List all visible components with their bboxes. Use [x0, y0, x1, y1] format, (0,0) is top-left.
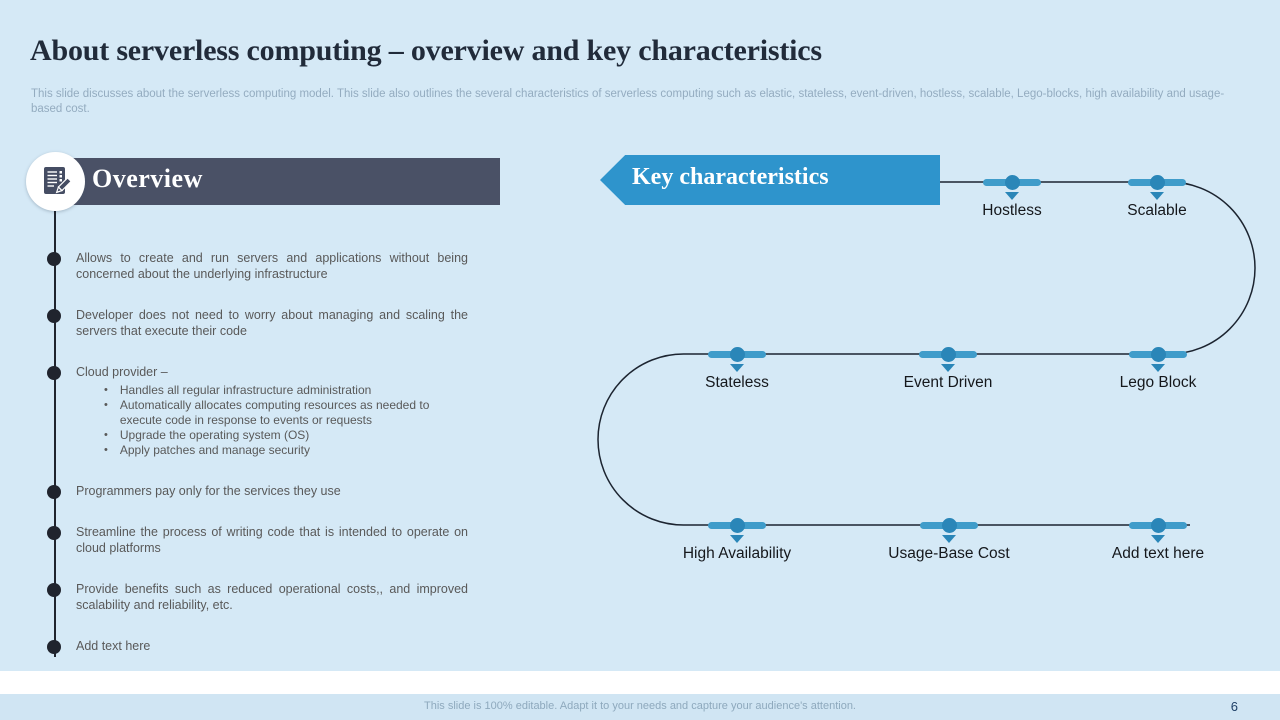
node-label: Lego Block [1119, 374, 1197, 391]
node-label: Scalable [1127, 202, 1187, 219]
bullet-dot [47, 484, 61, 499]
slide-subtitle: This slide discusses about the serverles… [31, 88, 1225, 115]
sub-bullet-item: • Upgrade the operating system (OS) [104, 428, 468, 443]
node-dot-icon [1149, 174, 1165, 190]
bullet-text: Add text here [76, 638, 151, 653]
page-title: About serverless computing – overview an… [30, 34, 822, 67]
overview-header[interactable]: Overview [48, 158, 500, 205]
overview-icon-badge [26, 152, 85, 211]
sub-bullet-item: • Apply patches and manage security [104, 443, 468, 458]
overview-bullet-item: Streamline the process of writing code t… [47, 524, 468, 556]
bullet-text: Developer does not need to worry about m… [76, 308, 468, 338]
overview-bullet-item: Add text here [47, 638, 468, 654]
arrow-down-icon [941, 364, 955, 372]
bullet-dot [47, 366, 61, 380]
arrow-down-icon [730, 364, 744, 372]
node-label: High Availability [682, 545, 792, 562]
sub-bullet-text: Upgrade the operating system (OS) [119, 427, 310, 442]
sub-bullet-marker: • [104, 399, 108, 411]
bullet-text: Streamline the process of writing code t… [76, 524, 468, 555]
sub-bullet-text: Apply patches and manage security [119, 442, 310, 457]
bullet-text: Cloud provider – [76, 365, 168, 379]
overview-bullet-item: Programmers pay only for the services th… [47, 483, 468, 499]
overview-heading: Overview [92, 164, 203, 193]
overview-bullet-list: Allows to create and run servers and app… [47, 250, 468, 654]
node-dot-icon [1004, 174, 1020, 190]
overview-bullet-item: Provide benefits such as reduced operati… [47, 581, 468, 613]
bullet-dot [47, 525, 61, 540]
node-label: Event Driven [903, 374, 993, 391]
bullet-dot [47, 252, 61, 266]
bullet-dot [47, 309, 61, 323]
arrow-down-icon [1005, 192, 1019, 200]
page-number: 6 [1230, 699, 1238, 714]
overview-timeline-line [54, 211, 56, 657]
sub-bullet-marker: • [104, 384, 108, 396]
node-label: Add text here [1111, 545, 1205, 562]
footer-bar: This slide is 100% editable. Adapt it to… [0, 694, 1280, 720]
node-label: Stateless [705, 374, 769, 391]
sub-bullet-item: • Handles all regular infrastructure admi… [104, 383, 468, 398]
overview-bullet-item: Cloud provider – • Handles all regular in… [47, 364, 468, 458]
sub-bullet-text: Automatically allocates computing resour… [119, 398, 430, 427]
bullet-text: Provide benefits such as reduced operati… [76, 581, 468, 612]
bullet-dot [47, 582, 61, 597]
footer-divider-band [0, 671, 1280, 694]
sub-bullet-marker: • [104, 443, 108, 456]
sub-bullet-list: • Handles all regular infrastructure admi… [76, 383, 468, 457]
bullet-text: Allows to create and run servers and app… [76, 251, 468, 281]
sub-bullet-marker: • [104, 428, 108, 441]
document-pencil-icon [43, 166, 72, 194]
node-label: Hostless [982, 202, 1042, 219]
bullet-dot [47, 639, 61, 654]
overview-bullet-item: Developer does not need to worry about m… [47, 307, 468, 339]
bullet-text: Programmers pay only for the services th… [76, 483, 341, 498]
arrow-down-icon [730, 535, 744, 543]
key-characteristics-banner[interactable]: Key characteristics [600, 155, 940, 205]
key-characteristics-heading: Key characteristics [632, 164, 829, 190]
arrow-down-icon [1151, 364, 1165, 372]
node-dot-icon [1150, 517, 1166, 533]
sub-bullet-item: • Automatically allocates computing resou… [104, 398, 468, 427]
arrow-down-icon [1150, 192, 1164, 200]
arrow-down-icon [1151, 535, 1165, 543]
arrow-down-icon [942, 535, 956, 543]
node-dot-icon [940, 346, 956, 362]
node-label: Usage-Base Cost [888, 545, 1010, 562]
node-dot-icon [1150, 346, 1166, 362]
node-dot-icon [941, 517, 957, 533]
node-dot-icon [729, 346, 745, 362]
node-dot-icon [729, 517, 745, 533]
footer-note: This slide is 100% editable. Adapt it to… [424, 700, 856, 712]
sub-bullet-text: Handles all regular infrastructure admin… [119, 383, 372, 397]
overview-bullet-item: Allows to create and run servers and app… [47, 250, 468, 282]
